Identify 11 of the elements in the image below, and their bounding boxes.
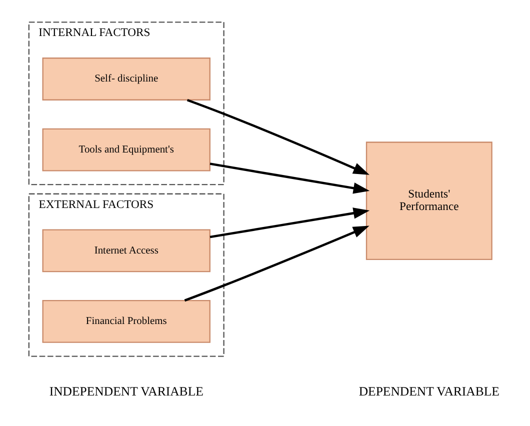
node-box: Internet Access bbox=[42, 229, 210, 272]
label: INDEPENDENT VARIABLE bbox=[49, 384, 204, 398]
node-box: Financial Problems bbox=[42, 300, 210, 343]
node-box: Students' Performance bbox=[366, 142, 492, 260]
node-box: Self- discipline bbox=[42, 58, 210, 100]
node-box: Tools and Equipment's bbox=[42, 128, 210, 172]
arrow bbox=[210, 162, 370, 194]
arrow bbox=[210, 208, 370, 238]
arrow bbox=[186, 98, 370, 175]
label: DEPENDENT VARIABLE bbox=[358, 384, 500, 398]
arrow bbox=[184, 226, 370, 302]
